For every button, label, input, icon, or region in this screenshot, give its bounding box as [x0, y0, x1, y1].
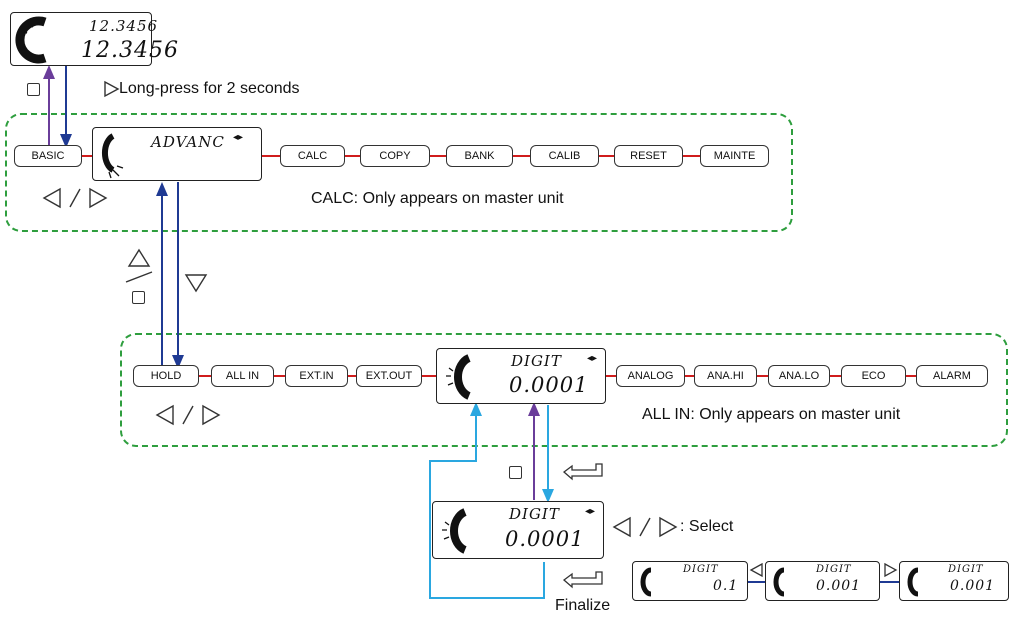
sequence-display-3: DIGIT 0.001	[899, 561, 1009, 601]
allin-menu-group	[120, 333, 1008, 447]
advanced-display: ADVANC ◂▸	[92, 127, 262, 181]
ana-lo-button[interactable]: ANA.LO	[768, 365, 830, 387]
sequence-line2: 0.001	[816, 578, 862, 594]
calib-button[interactable]: CALIB	[530, 145, 599, 167]
sequence-display-1: DIGIT 0.1	[632, 561, 748, 601]
allin-note: ALL IN: Only appears on master unit	[642, 406, 901, 423]
gauge-icon	[15, 16, 47, 64]
slash-divider	[125, 271, 153, 283]
gauge-icon	[773, 567, 785, 597]
cursor-arrows-icon: ◂▸	[585, 506, 596, 517]
ext-in-button[interactable]: EXT.IN	[285, 365, 348, 387]
sequence-line2: 0.1	[713, 578, 739, 594]
sequence-line1: DIGIT	[948, 564, 984, 575]
set-key-icon	[132, 291, 145, 304]
analog-button[interactable]: ANALOG	[616, 365, 685, 387]
left-key-icon	[749, 562, 763, 578]
alarm-button[interactable]: ALARM	[916, 365, 988, 387]
calc-note: CALC: Only appears on master unit	[311, 190, 564, 207]
copy-button[interactable]: COPY	[360, 145, 430, 167]
enter-key-icon	[562, 463, 603, 481]
down-key-icon	[184, 274, 208, 293]
gauge-icon	[907, 567, 919, 597]
set-key-icon	[509, 466, 522, 479]
eco-button[interactable]: ECO	[841, 365, 906, 387]
advanced-display-text: ADVANC	[151, 133, 225, 151]
left-right-keys-icon	[155, 404, 221, 426]
mainte-button[interactable]: MAINTE	[700, 145, 769, 167]
all-in-button[interactable]: ALL IN	[211, 365, 274, 387]
gauge-icon	[442, 508, 467, 554]
ext-out-button[interactable]: EXT.OUT	[356, 365, 422, 387]
digit-display-line1: DIGIT	[511, 352, 562, 370]
long-press-label: Long-press for 2 seconds	[119, 80, 300, 97]
reset-button[interactable]: RESET	[614, 145, 683, 167]
cursor-arrows-icon: ◂▸	[587, 353, 598, 364]
left-right-keys-icon	[42, 187, 108, 209]
digit-display: DIGIT 0.0001 ◂▸	[436, 348, 606, 404]
digit-display-line2: 0.0001	[509, 373, 589, 397]
set-key-icon	[27, 83, 40, 96]
top-display-line1: 12.3456	[89, 17, 159, 35]
gauge-icon	[101, 133, 124, 179]
ana-hi-button[interactable]: ANA.HI	[694, 365, 757, 387]
basic-button[interactable]: BASIC	[14, 145, 82, 167]
bank-button[interactable]: BANK	[446, 145, 513, 167]
edit-display-line2: 0.0001	[505, 527, 585, 551]
edit-display: DIGIT 0.0001 ◂▸	[432, 501, 604, 559]
right-key-icon	[884, 562, 898, 578]
edit-display-line1: DIGIT	[509, 505, 560, 523]
finalize-label: Finalize	[555, 597, 611, 614]
top-display: 12.3456 12.3456	[10, 12, 178, 66]
hold-button[interactable]: HOLD	[133, 365, 199, 387]
advanced-menu-group	[5, 113, 793, 232]
sequence-line1: DIGIT	[683, 564, 719, 575]
calc-button[interactable]: CALC	[280, 145, 345, 167]
select-label: : Select	[680, 518, 734, 535]
left-right-keys-icon	[612, 516, 678, 538]
enter-key-icon	[562, 571, 603, 589]
sequence-line1: DIGIT	[816, 564, 852, 575]
sequence-display-2: DIGIT 0.001	[765, 561, 880, 601]
cursor-arrows-icon: ◂▸	[233, 132, 244, 143]
top-display-line2: 12.3456	[81, 38, 179, 63]
up-key-icon	[127, 248, 151, 267]
gauge-icon	[640, 567, 652, 597]
sequence-line2: 0.001	[950, 578, 996, 594]
right-key-icon	[104, 80, 120, 98]
gauge-icon	[446, 354, 471, 400]
